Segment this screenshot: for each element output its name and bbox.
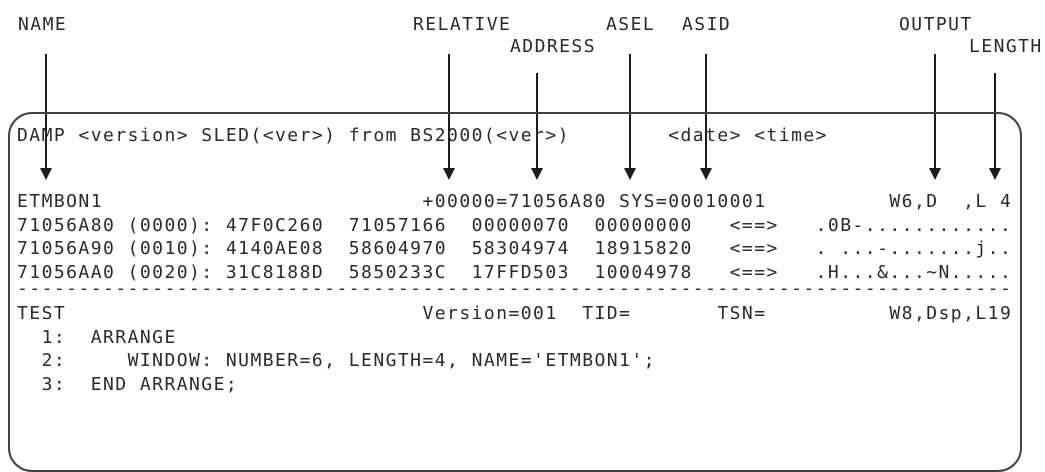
window-separator-line: ----------------------------------------… — [17, 278, 1013, 299]
test-window-title-line: TEST Version=001 TID= TSN= W8,Dsp,L19 — [17, 303, 1013, 324]
address-arrow-head — [531, 168, 543, 180]
label-asel: ASEL — [606, 14, 656, 35]
damp-screen-annotated-figure: NAME RELATIVE ADDRESS ASEL ASID OUTPUT L… — [8, 14, 1043, 472]
label-name: NAME — [18, 14, 68, 35]
length-arrow-shaft — [994, 73, 996, 170]
hex-window-title-line: ETMBON1 +00000=71056A80 SYS=00010001 W6,… — [17, 191, 1013, 212]
length-arrow-head — [989, 168, 1001, 180]
label-output: OUTPUT — [899, 14, 973, 35]
name-arrow-head — [40, 168, 52, 180]
code-line: 2: WINDOW: NUMBER=6, LENGTH=4, NAME='ETM… — [17, 350, 656, 371]
hex-dump-row: 71056A90 (0010): 4140AE08 58604970 58304… — [17, 238, 1013, 259]
label-asid: ASID — [682, 14, 732, 35]
address-arrow-shaft — [536, 73, 538, 170]
hex-dump-row: 71056AA0 (0020): 31C8188D 5850233C 17FFD… — [17, 262, 1013, 283]
screen-header-line: DAMP <version> SLED(<ver>) from BS2000(<… — [17, 125, 828, 146]
asel-arrow-head — [624, 168, 636, 180]
label-length: LENGTH — [969, 35, 1043, 57]
hex-dump-row: 71056A80 (0000): 47F0C260 71057166 00000… — [17, 215, 1013, 236]
output-arrow-head — [929, 168, 941, 180]
code-line: 1: ARRANGE — [17, 327, 177, 348]
asid-arrow-head — [700, 168, 712, 180]
label-address: ADDRESS — [510, 35, 597, 57]
relative-arrow-head — [443, 168, 455, 180]
code-line: 3: END ARRANGE; — [17, 374, 239, 395]
label-relative: RELATIVE — [413, 14, 512, 35]
